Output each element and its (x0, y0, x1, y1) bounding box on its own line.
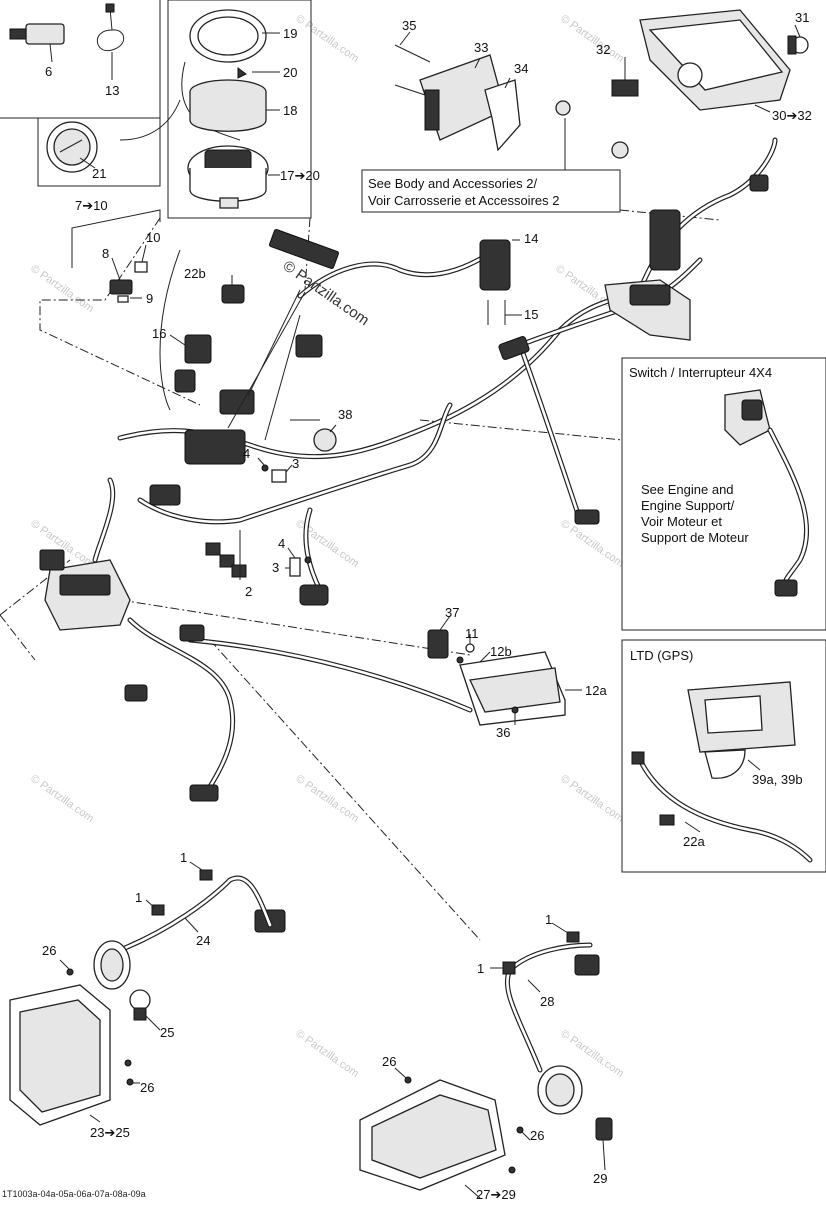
engine-note-4: Support de Moteur (641, 530, 749, 545)
engine-note-1: See Engine and (641, 482, 734, 497)
watermark: © Partzilla.com (558, 773, 626, 825)
part-label-18: 18 (283, 103, 297, 118)
part-label-32: 32 (596, 42, 610, 57)
harness-connectors (124, 174, 769, 976)
part-label-1a: 1 (180, 850, 187, 865)
part-label-1b: 1 (135, 890, 142, 905)
part-label-38: 38 (338, 407, 352, 422)
watermark: © Partzilla.com (293, 1028, 361, 1080)
watermark: © Partzilla.com (293, 773, 361, 825)
part-label-16: 16 (152, 326, 166, 341)
center-watermark: © Partzilla.com (280, 257, 373, 329)
part-label-26d: 26 (530, 1128, 544, 1143)
left-headlight (9, 869, 273, 1126)
watermark: © Partzilla.com (293, 13, 361, 65)
part-label-26a: 26 (42, 943, 56, 958)
part-label-33: 33 (474, 40, 488, 55)
part-label-25: 25 (160, 1025, 174, 1040)
part-label-36: 36 (496, 725, 510, 740)
small-clips (205, 464, 312, 578)
control-module (394, 44, 521, 152)
arrows (227, 118, 566, 441)
watermark: © Partzilla.com (558, 518, 626, 570)
power-distribution-box (39, 549, 131, 631)
body-accessories-note: See Body and Accessories 2/ (368, 176, 537, 191)
gauge-face-decal (46, 121, 98, 173)
switch-4x4 (724, 389, 810, 597)
body-accessories-note-fr: Voir Carrosserie et Accessoires 2 (368, 193, 559, 208)
part-label-9: 9 (146, 291, 153, 306)
part-label-22b: 22b (184, 266, 206, 281)
part-label-31: 31 (795, 10, 809, 25)
part-label-39: 39a, 39b (752, 772, 803, 787)
part-label-30-32: 30➔32 (772, 108, 812, 123)
part-label-1c: 1 (545, 912, 552, 927)
watermark-layer: © Partzilla.com © Partzilla.com © Partzi… (28, 13, 626, 1080)
cable-tie (96, 3, 125, 52)
part-label-10: 10 (146, 230, 160, 245)
part-label-7-10: 7➔10 (75, 198, 108, 213)
part-label-26b: 26 (140, 1080, 154, 1095)
gps-unit (631, 681, 813, 863)
part-label-11: 11 (465, 626, 479, 641)
watermark: © Partzilla.com (28, 773, 96, 825)
part-label-14: 14 (524, 231, 538, 246)
part-label-6: 6 (45, 64, 52, 79)
part-label-15: 15 (524, 307, 538, 322)
part-label-37: 37 (445, 605, 459, 620)
right-headlight (359, 931, 613, 1191)
watermark: © Partzilla.com (558, 13, 626, 65)
part-label-21: 21 (92, 166, 106, 181)
part-label-34: 34 (514, 61, 528, 76)
part-label-3b: 3 (272, 560, 279, 575)
part-label-27-29: 27➔29 (476, 1187, 516, 1200)
mounting-bracket (427, 629, 566, 726)
part-label-12a: 12a (585, 683, 607, 698)
part-labels: 6 13 19 20 18 17➔20 21 35 33 34 31 32 30… (42, 10, 812, 1202)
part-label-8: 8 (102, 246, 109, 261)
part-label-2: 2 (245, 584, 252, 599)
engine-note-2: Engine Support/ (641, 498, 735, 513)
part-label-1d: 1 (477, 961, 484, 976)
frames (0, 0, 826, 873)
leader-lines (49, 24, 801, 1199)
handlebar-switch (604, 209, 691, 341)
watermark: © Partzilla.com (28, 263, 96, 315)
part-label-4b: 4 (278, 536, 285, 551)
engine-note-3: Voir Moteur et (641, 514, 722, 529)
part-label-17-20: 17➔20 (280, 168, 320, 183)
part-label-13: 13 (105, 83, 119, 98)
part-label-12b: 12b (490, 644, 512, 659)
grease-tube (9, 23, 65, 45)
fuse-relay-group (109, 228, 339, 506)
switch-4x4-title: Switch / Interrupteur 4X4 (629, 365, 772, 380)
part-label-4a: 4 (243, 446, 250, 461)
part-label-24: 24 (196, 933, 210, 948)
drawing-code: 1T1003a-04a-05a-06a-07a-08a-09a (2, 1189, 146, 1199)
part-label-28: 28 (540, 994, 554, 1009)
gauge-assembly (187, 9, 269, 209)
watermark: © Partzilla.com (293, 518, 361, 570)
part-label-22a: 22a (683, 834, 705, 849)
part-label-23-25: 23➔25 (90, 1125, 130, 1140)
instrument-cluster (555, 9, 809, 159)
gps-title: LTD (GPS) (630, 648, 693, 663)
part-label-19: 19 (283, 26, 297, 41)
part-label-26c: 26 (382, 1054, 396, 1069)
part-label-20: 20 (283, 65, 297, 80)
part-label-35: 35 (402, 18, 416, 33)
part-label-3a: 3 (292, 456, 299, 471)
part-label-29: 29 (593, 1171, 607, 1186)
